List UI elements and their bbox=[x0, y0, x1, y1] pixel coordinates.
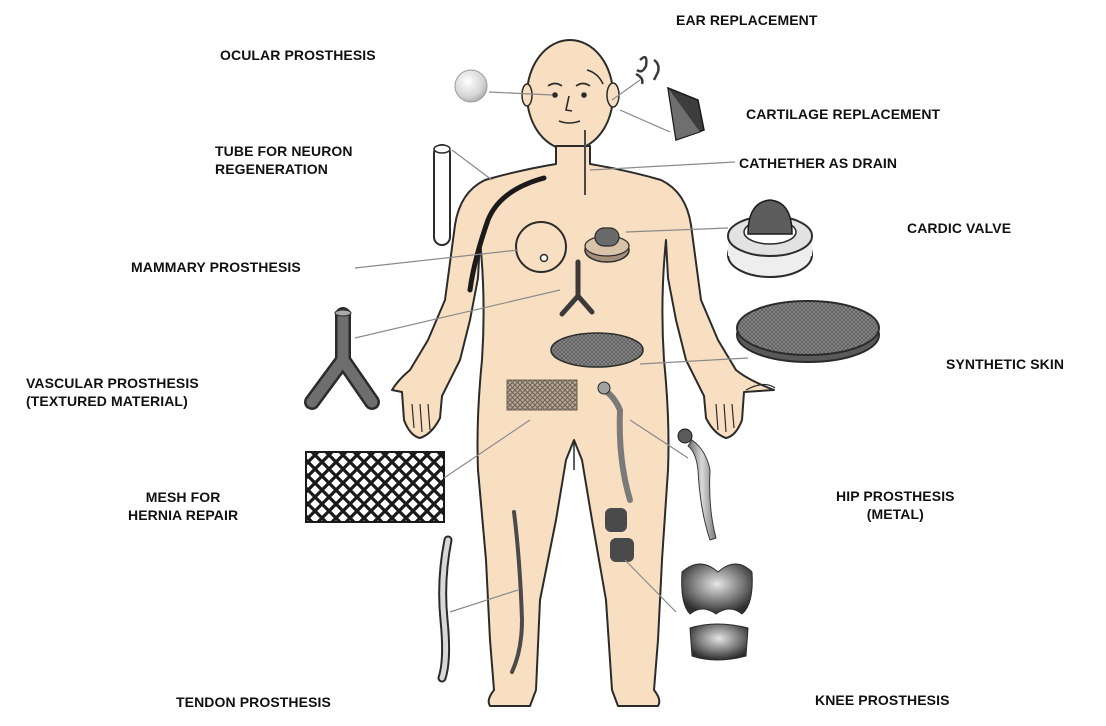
neuron-tube-device bbox=[434, 145, 450, 245]
label-hip-line1: HIP PROSTHESIS bbox=[836, 487, 955, 505]
leader-tube bbox=[452, 150, 492, 180]
hip-ball bbox=[598, 382, 610, 394]
label-mesh-line1: MESH FOR bbox=[128, 488, 238, 506]
label-tube-line1: TUBE FOR NEURON bbox=[215, 142, 353, 160]
mammary-implant bbox=[516, 222, 566, 272]
ocular-prosthesis-device bbox=[455, 70, 487, 102]
vascular-prosthesis-device bbox=[312, 310, 372, 402]
cartilage-device bbox=[668, 88, 704, 140]
label-mesh-line2: HERNIA REPAIR bbox=[128, 506, 238, 524]
ear-right bbox=[607, 83, 619, 107]
synthetic-skin-device bbox=[737, 301, 879, 362]
hernia-mesh-patch bbox=[507, 380, 577, 410]
hernia-mesh-device bbox=[306, 452, 444, 522]
leader-catheter bbox=[590, 162, 735, 170]
cardic-valve-device bbox=[728, 200, 812, 277]
skin-patch bbox=[551, 333, 643, 367]
label-synthetic-skin: SYNTHETIC SKIN bbox=[946, 355, 1064, 373]
knee-prosthesis-device bbox=[682, 564, 753, 660]
label-hip-line2: (METAL) bbox=[836, 505, 955, 523]
label-knee-prosthesis: KNEE PROSTHESIS bbox=[815, 691, 950, 709]
label-catheter-drain: CATHETHER AS DRAIN bbox=[739, 154, 897, 172]
label-tendon-prosthesis: TENDON PROSTHESIS bbox=[176, 693, 331, 711]
label-mammary-prosthesis: MAMMARY PROSTHESIS bbox=[131, 258, 301, 276]
label-hernia-mesh: MESH FOR HERNIA REPAIR bbox=[128, 488, 238, 524]
label-ear-replacement: EAR REPLACEMENT bbox=[676, 11, 818, 29]
label-cardic-valve: CARDIC VALVE bbox=[907, 219, 1011, 237]
label-vascular-prosthesis: VASCULAR PROSTHESIS (TEXTURED MATERIAL) bbox=[26, 374, 199, 410]
label-vascular-line2: (TEXTURED MATERIAL) bbox=[26, 392, 199, 410]
label-hip-prosthesis: HIP PROSTHESIS (METAL) bbox=[836, 487, 955, 523]
tendon-prosthesis-device bbox=[442, 540, 448, 678]
label-tube-line2: REGENERATION bbox=[215, 160, 353, 178]
ear-left bbox=[522, 84, 532, 106]
label-tube-neuron: TUBE FOR NEURON REGENERATION bbox=[215, 142, 353, 178]
hip-prosthesis-device bbox=[678, 429, 716, 540]
label-vascular-line1: VASCULAR PROSTHESIS bbox=[26, 374, 199, 392]
label-ocular-prosthesis: OCULAR PROSTHESIS bbox=[220, 46, 376, 64]
leader-cartilage bbox=[620, 110, 670, 132]
label-cartilage-replacement: CARTILAGE REPLACEMENT bbox=[746, 105, 940, 123]
